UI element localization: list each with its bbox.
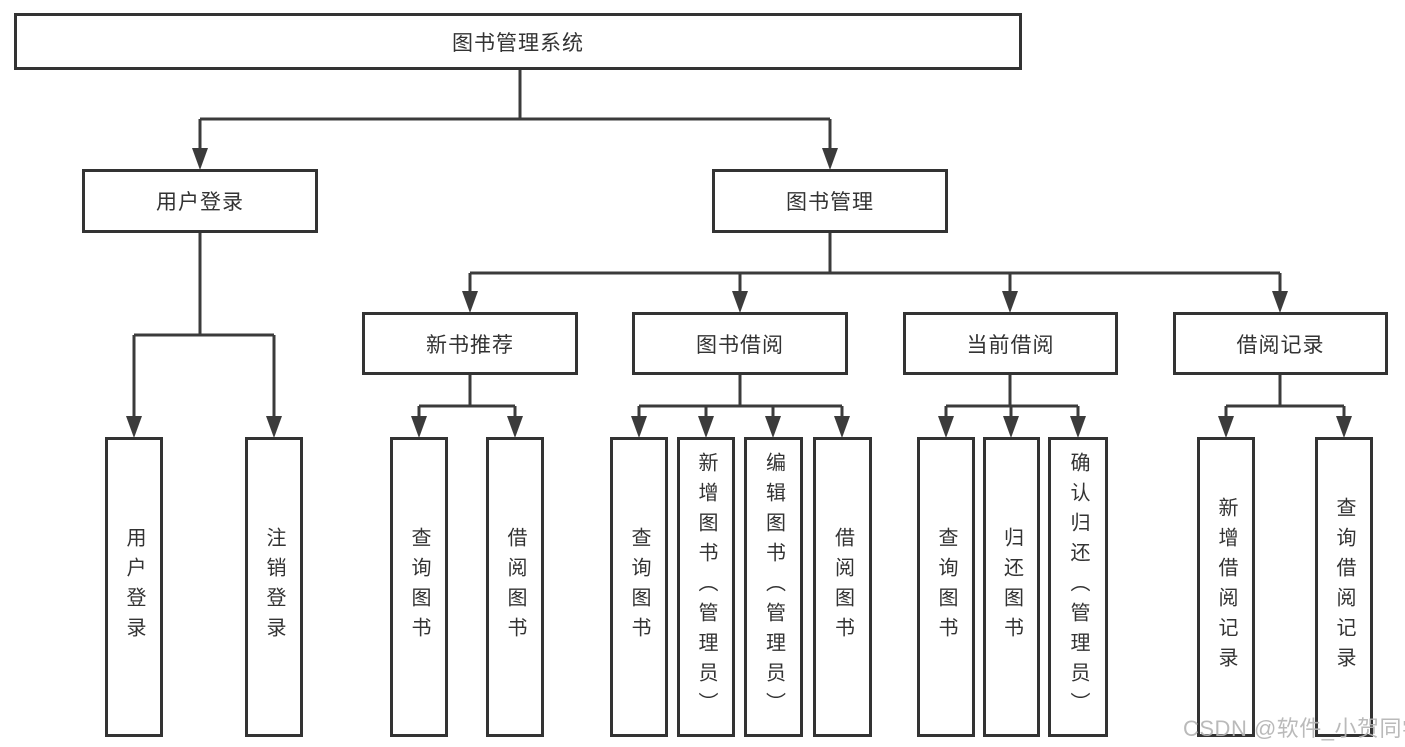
node-book-management: 图书管理 — [712, 169, 948, 233]
node-book-management-label: 图书管理 — [786, 191, 874, 214]
leaf-query-books-recommend-label: 查询图书 — [408, 527, 430, 647]
leaf-add-book-admin: 新增图书（管理员） — [677, 437, 735, 737]
node-user-login: 用户登录 — [82, 169, 318, 233]
leaf-logout: 注销登录 — [245, 437, 303, 737]
leaf-query-borrow-record: 查询借阅记录 — [1315, 437, 1373, 737]
leaf-query-books-current: 查询图书 — [917, 437, 975, 737]
leaf-query-borrow-record-label: 查询借阅记录 — [1333, 497, 1355, 677]
node-new-book-recommend-label: 新书推荐 — [426, 333, 514, 357]
leaf-add-borrow-record-label: 新增借阅记录 — [1215, 497, 1237, 677]
leaf-user-login: 用户登录 — [105, 437, 163, 737]
node-borrow-records: 借阅记录 — [1173, 312, 1388, 375]
node-borrow-records-label: 借阅记录 — [1236, 333, 1325, 357]
watermark: CSDN @软件_小贺同学 — [1183, 716, 1405, 741]
node-root-label: 图书管理系统 — [452, 31, 584, 55]
leaf-edit-book-admin: 编辑图书（管理员） — [744, 437, 803, 737]
leaf-query-books-borrow: 查询图书 — [610, 437, 668, 737]
node-current-borrow-label: 当前借阅 — [966, 333, 1055, 357]
leaf-add-borrow-record: 新增借阅记录 — [1197, 437, 1255, 737]
leaf-logout-label: 注销登录 — [263, 527, 285, 647]
node-new-book-recommend: 新书推荐 — [362, 312, 578, 375]
leaf-query-books-recommend: 查询图书 — [390, 437, 448, 737]
arrowheads — [126, 148, 1352, 438]
leaf-borrow-books-2-label: 借阅图书 — [831, 527, 854, 647]
node-book-borrow-label: 图书借阅 — [696, 333, 784, 357]
node-root: 图书管理系统 — [14, 13, 1022, 70]
leaf-return-books-label: 归还图书 — [1000, 527, 1023, 647]
leaf-confirm-return-admin-label: 确认归还（管理员） — [1067, 452, 1089, 722]
node-user-login-label: 用户登录 — [156, 191, 244, 214]
leaf-borrow-books-2: 借阅图书 — [813, 437, 872, 737]
leaf-query-books-borrow-label: 查询图书 — [628, 527, 650, 647]
leaf-user-login-label: 用户登录 — [123, 527, 145, 647]
leaf-query-books-current-label: 查询图书 — [935, 527, 957, 647]
node-book-borrow: 图书借阅 — [632, 312, 848, 375]
node-current-borrow: 当前借阅 — [903, 312, 1118, 375]
leaf-borrow-books-recommend: 借阅图书 — [486, 437, 544, 737]
leaf-confirm-return-admin: 确认归还（管理员） — [1048, 437, 1108, 737]
leaf-return-books: 归还图书 — [983, 437, 1040, 737]
leaf-borrow-books-recommend-label: 借阅图书 — [504, 527, 526, 647]
connector-paths — [132, 70, 1346, 418]
leaf-add-book-admin-label: 新增图书（管理员） — [695, 452, 717, 722]
leaf-edit-book-admin-label: 编辑图书（管理员） — [762, 452, 785, 722]
